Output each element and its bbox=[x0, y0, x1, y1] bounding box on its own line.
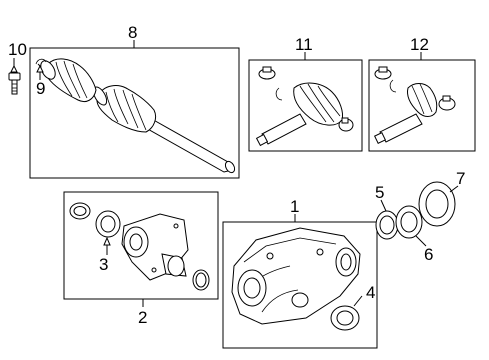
inner-boot-icon bbox=[96, 85, 157, 133]
differential-frame bbox=[222, 221, 378, 349]
boot-kit-12-group bbox=[368, 52, 476, 152]
callout-11: 11 bbox=[295, 35, 313, 54]
grease-tube-icon bbox=[379, 113, 423, 143]
bolt-icon bbox=[8, 72, 21, 81]
differential-housing-icon bbox=[231, 227, 361, 325]
boot-kit-11-group bbox=[248, 52, 363, 152]
callout-7: 7 bbox=[456, 169, 465, 188]
boot-kit-12-frame bbox=[368, 59, 476, 152]
seal-flange-frame bbox=[63, 191, 219, 300]
callout-3: 3 bbox=[99, 255, 108, 274]
callout-12: 12 bbox=[410, 35, 429, 54]
callout-1: 1 bbox=[290, 197, 299, 216]
callout-2: 2 bbox=[138, 308, 147, 327]
differential-group bbox=[222, 214, 378, 349]
axle-shaft-icon bbox=[145, 117, 233, 173]
callout-8: 8 bbox=[128, 23, 137, 42]
callout-9: 9 bbox=[36, 79, 45, 98]
bolt-group bbox=[8, 58, 21, 95]
callout-5: 5 bbox=[375, 183, 384, 202]
rings-group bbox=[375, 181, 459, 247]
axle-shaft-group bbox=[29, 40, 240, 179]
seal-flange-group bbox=[63, 191, 219, 307]
callout-10: 10 bbox=[8, 40, 27, 59]
callout-4: 4 bbox=[366, 283, 375, 302]
grease-tube-icon bbox=[261, 113, 307, 145]
callout-6: 6 bbox=[424, 245, 433, 264]
